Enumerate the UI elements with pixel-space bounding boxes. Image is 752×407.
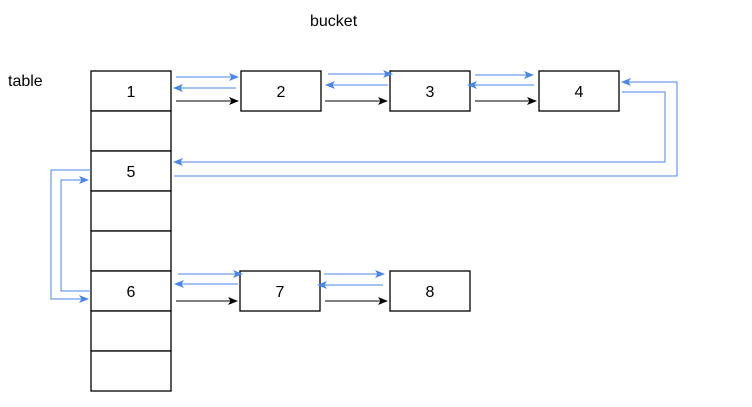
table-label: table xyxy=(8,73,43,90)
bucket-label: bucket xyxy=(310,13,358,30)
bucket-node-2-text: 2 xyxy=(277,84,286,101)
table-cell-8 xyxy=(90,350,172,392)
table-cell-5 xyxy=(90,230,172,272)
table-cell-3-text: 5 xyxy=(127,164,136,181)
table-cell-7 xyxy=(90,310,172,352)
table-cell-3 xyxy=(90,150,172,192)
bucket-node-4-text: 4 xyxy=(575,84,584,101)
bucket-node-7-text: 7 xyxy=(276,284,285,301)
bucket-node-4: 4 xyxy=(538,70,620,112)
link-forward-4-5 xyxy=(173,91,666,166)
bucket-node-8: 8 xyxy=(389,270,471,312)
table-cell-6-text: 6 xyxy=(127,284,136,301)
table-cell-1 xyxy=(90,70,172,112)
bucket-node-3: 3 xyxy=(389,70,471,112)
table-cell-1-text: 1 xyxy=(127,84,136,101)
link-back-5-4 xyxy=(174,78,678,177)
table-column: 1 5 6 xyxy=(90,70,172,392)
bucket-node-8-text: 8 xyxy=(426,284,435,301)
bucket-node-2: 2 xyxy=(240,70,322,112)
table-cell-2 xyxy=(90,110,172,152)
link-forward-5-6 xyxy=(50,169,91,303)
link-back-6-5 xyxy=(60,176,91,292)
bucket-node-7: 7 xyxy=(239,270,321,312)
bucket-node-3-text: 3 xyxy=(426,84,435,101)
table-cell-4 xyxy=(90,190,172,232)
